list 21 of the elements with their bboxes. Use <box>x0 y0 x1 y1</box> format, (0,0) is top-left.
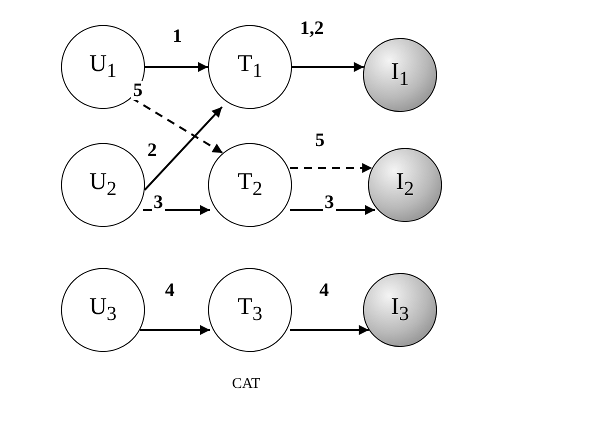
node-label: I$_{2}$ <box>396 169 414 201</box>
arrow <box>292 62 364 72</box>
node-label: U$_{1}$ <box>89 51 117 83</box>
node-label: T$_{2}$ <box>238 169 262 201</box>
arrow <box>290 205 375 215</box>
node-label: T$_{3}$ <box>238 294 262 326</box>
arrow <box>145 62 208 72</box>
node-label: U$_{3}$ <box>89 294 117 326</box>
node-label: I$_{1}$ <box>391 59 409 91</box>
node-caption: CAT <box>232 376 260 393</box>
node-label: I$_{3}$ <box>391 294 409 326</box>
arrow <box>143 205 210 215</box>
arrow <box>290 325 369 335</box>
arrow <box>290 163 372 173</box>
node-label: T$_{1}$ <box>238 51 262 83</box>
edge-label: 5 <box>131 81 145 100</box>
node-label: U$_{2}$ <box>89 169 117 201</box>
arrow <box>144 106 223 191</box>
arrow <box>140 325 210 335</box>
edge-label: 3 <box>152 193 165 212</box>
edge-label: 3 <box>322 193 336 212</box>
